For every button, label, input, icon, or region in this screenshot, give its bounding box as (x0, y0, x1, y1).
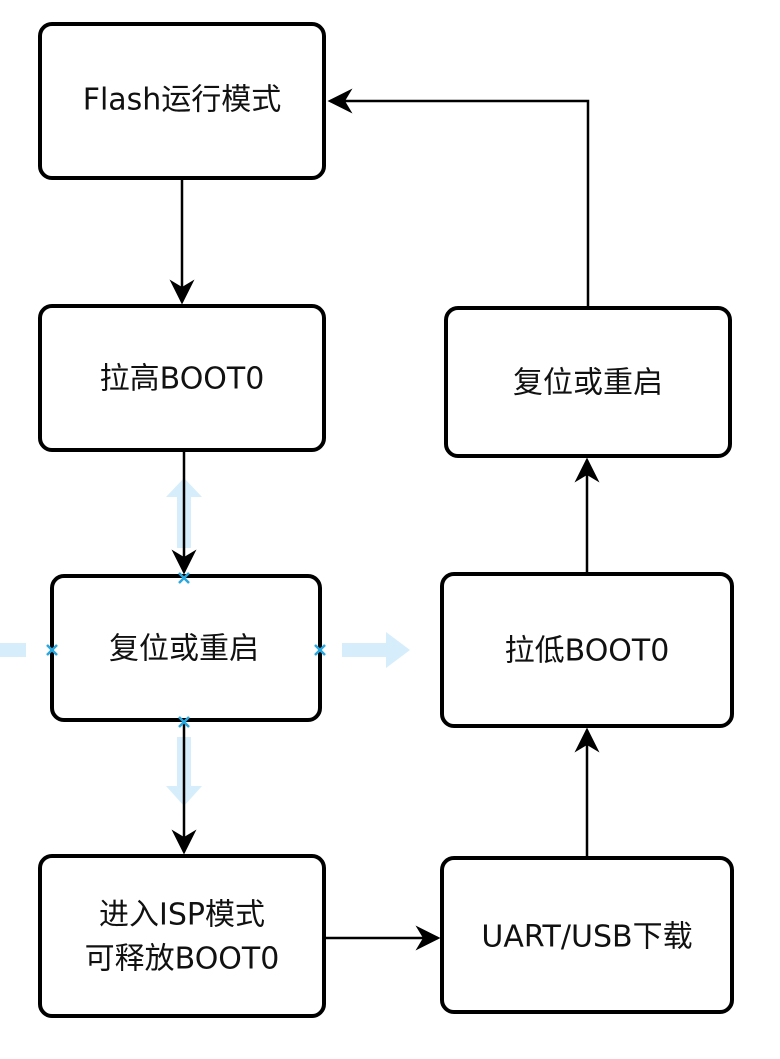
node-label-line2: 可释放BOOT0 (85, 942, 280, 977)
connection-point-bottom[interactable] (178, 716, 190, 728)
node-reset-right[interactable]: 复位或重启 (444, 306, 732, 458)
selection-markers (46, 572, 326, 728)
node-pull-high-boot0[interactable]: 拉高BOOT0 (38, 304, 326, 452)
hint-arrow-left-stub[interactable] (0, 643, 26, 657)
node-label: 复位或重启 (109, 632, 259, 667)
node-isp-mode[interactable]: 进入ISP模式 可释放BOOT0 (38, 854, 326, 1018)
node-pull-low-boot0[interactable]: 拉低BOOT0 (440, 572, 734, 728)
node-uart-usb-download[interactable]: UART/USB下载 (440, 856, 734, 1014)
connection-point-top[interactable] (178, 572, 190, 584)
edge-reset-to-flash[interactable] (327, 88, 590, 306)
connection-point-right[interactable] (314, 644, 326, 656)
node-label: Flash运行模式 (83, 83, 282, 118)
node-label: UART/USB下载 (481, 920, 692, 955)
node-label: 复位或重启 (513, 366, 663, 401)
node-label: 拉高BOOT0 (100, 362, 265, 397)
node-flash-mode[interactable]: Flash运行模式 (38, 22, 326, 180)
connectors (169, 88, 600, 951)
node-label: 拉低BOOT0 (505, 634, 670, 669)
node-label-line1: 进入ISP模式 (99, 898, 265, 933)
node-reset-left[interactable]: 复位或重启 (50, 574, 322, 722)
hint-arrow-right[interactable] (342, 632, 410, 668)
connection-point-left[interactable] (46, 644, 58, 656)
